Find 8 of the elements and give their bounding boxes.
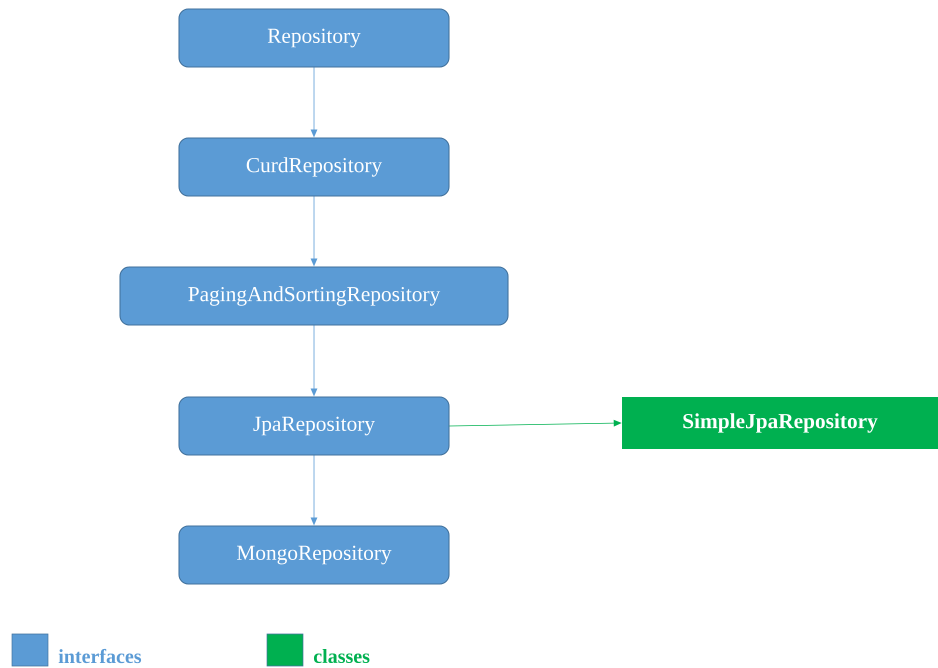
interface-box: MongoRepository (178, 525, 450, 585)
interface-box: PagingAndSortingRepository (119, 266, 509, 326)
legend-label: interfaces (58, 648, 142, 664)
legend-label: classes (314, 648, 370, 664)
interface-box: JpaRepository (178, 396, 450, 456)
interface-box: Repository (178, 8, 450, 68)
interface-box: CurdRepository (178, 137, 450, 197)
class-box: SimpleJpaRepository (622, 397, 938, 449)
